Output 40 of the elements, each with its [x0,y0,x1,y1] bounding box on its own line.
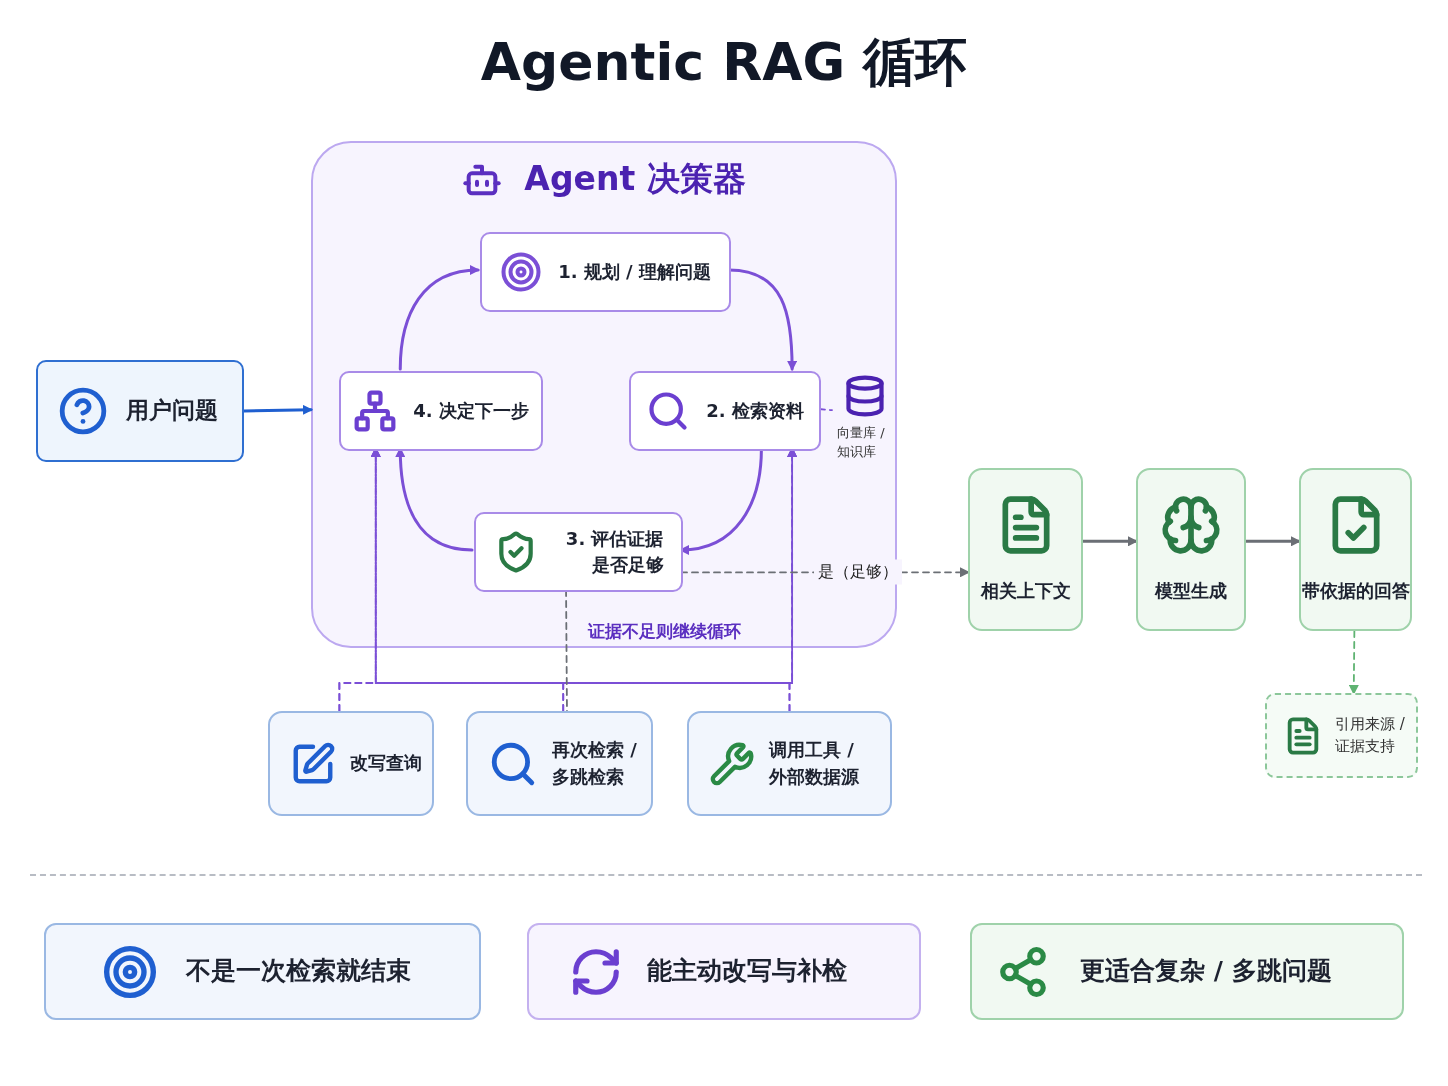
citation-box [1265,693,1418,778]
panel-title: Agent 决策器 [524,158,746,200]
node-label: 2. 检索资料 [706,398,804,423]
node-label: 3. 评估证据是否足够 [564,526,664,577]
node-label: 4. 决定下一步 [413,398,529,423]
node-label: 1. 规划 / 理解问题 [558,259,711,284]
process-box [480,232,731,312]
feature-card [527,923,921,1020]
arrow [1081,536,1138,547]
feature-card [44,923,481,1020]
node-label: 再次检索 / 多跳检索 [552,738,638,789]
node-label: 能主动改写与补检 [647,955,847,988]
question-box [36,360,244,462]
output-box [1136,468,1246,631]
node-label: 引用来源 / 证据支持 [1335,713,1406,757]
node-label: 改写查询 [350,751,422,776]
dashed-arrow [1348,630,1359,695]
process-box [474,512,683,592]
node-label: 更适合复杂 / 多跳问题 [1080,955,1332,988]
node-label: 用户问题 [126,396,218,426]
action-box [466,711,653,816]
output-box [968,468,1083,631]
process-box [629,371,821,451]
feature-card [970,923,1404,1020]
arrow [242,404,313,415]
node-label: 不是一次检索就结束 [186,955,411,988]
output-box [1299,468,1412,631]
agent-panel [311,141,897,648]
process-box [339,371,543,451]
node-label: 调用工具 / 外部数据源 [769,738,860,789]
diagram-title: Agentic RAG 循环 [479,31,969,94]
edge-label: 是（足够） [814,559,902,585]
arrow [398,265,480,371]
node-label: 向量库 / 知识库 [837,424,886,461]
node-label: 带依据的回答 [1301,579,1410,604]
action-box [687,711,892,816]
arrow [1244,536,1301,547]
node-label: 相关上下文 [980,579,1071,604]
action-box [268,711,434,816]
node-label: 模型生成 [1155,579,1227,604]
